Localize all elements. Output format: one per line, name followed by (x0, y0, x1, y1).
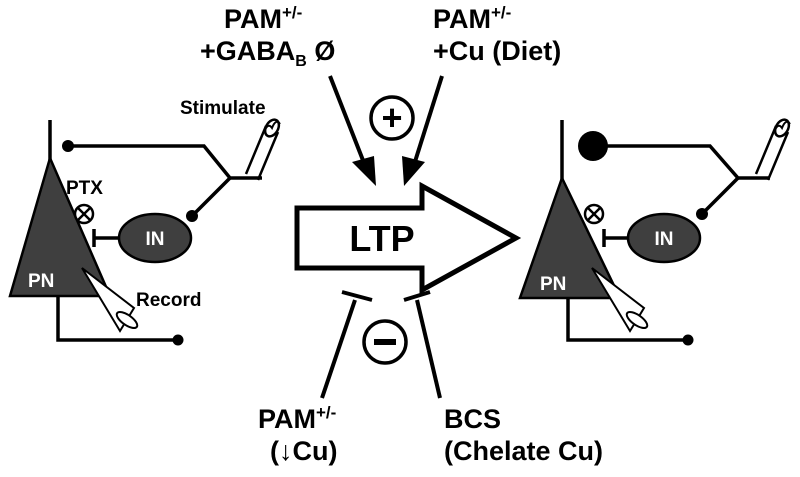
left-axon-top (68, 144, 262, 180)
left-inhibitor-symbol: ⊗ (0, 0, 1, 1)
svg-text:PAM+/-: PAM+/- (224, 3, 302, 34)
left-stimulate-label: Stimulate (180, 98, 266, 119)
bottom-left-label: PAM+/- (↓Cu) (258, 403, 337, 466)
top-left-label: PAM+/- +GABAB Ø (200, 3, 335, 70)
top-left-line1: PAM (224, 4, 282, 34)
top-right-arrowhead (402, 156, 425, 186)
right-stimulate-electrode-icon (754, 118, 791, 181)
bottom-left-line1: PAM (258, 404, 316, 434)
left-circuit: Stimulate PN IN PTX ⊗ Record (0, 0, 281, 346)
minus-bar (374, 339, 396, 345)
left-axon-terminal (172, 334, 184, 346)
top-right-arrow-shaft (411, 75, 444, 169)
bottom-right-inhibit-line (415, 299, 442, 399)
top-right-label: PAM+/- +Cu (Diet) (433, 3, 561, 66)
plus-circle-icon: + (369, 95, 415, 141)
right-axon-bottom (566, 298, 688, 342)
bottom-left-tbar (341, 290, 373, 302)
left-ptx-label: PTX (66, 178, 103, 199)
ltp-arrow-shape (294, 181, 522, 295)
top-left-line1-sup: +/- (282, 3, 302, 22)
right-ptx-block-icon (583, 203, 605, 225)
left-synapse-in (186, 210, 198, 222)
top-left-line2-tail: Ø (307, 36, 336, 66)
left-stimulate-electrode-icon (244, 118, 281, 181)
left-record-label: Record (136, 290, 201, 311)
right-enlarged-synapse (578, 131, 608, 161)
top-arrows (328, 75, 444, 186)
right-in-label: IN (655, 229, 674, 250)
right-inhibitor-symbol: ⊗ (0, 0, 1, 1)
bottom-right-tbar (403, 290, 431, 302)
right-axon-terminal (682, 334, 694, 346)
right-circuit: PN IN ⊗ (0, 0, 791, 346)
plus-symbol: + (381, 97, 402, 138)
bottom-inhibitors (320, 290, 442, 399)
bottom-left-line2: (↓Cu) (270, 436, 337, 466)
bottom-right-line2: (Chelate Cu) (444, 436, 603, 466)
left-axon-bottom (56, 296, 178, 342)
bottom-left-line1-sup: +/- (316, 403, 336, 422)
top-left-arrow-shaft (328, 75, 368, 169)
right-pyramidal-neuron (518, 174, 622, 300)
minus-symbol: − (0, 0, 1, 1)
minus-circle-icon: − (0, 0, 408, 365)
bottom-right-line1: BCS (444, 404, 501, 434)
right-synapse-in (696, 208, 708, 220)
left-pn-label: PN (28, 271, 54, 292)
right-pn-label: PN (540, 274, 566, 295)
bottom-left-inhibit-line (320, 299, 357, 399)
top-right-line2: +Cu (Diet) (433, 36, 561, 66)
right-axon-top (593, 144, 770, 180)
top-right-line1: PAM (433, 4, 491, 34)
left-synapse-pn (62, 140, 74, 152)
left-in-label: IN (146, 229, 165, 250)
svg-text:PAM+/-: PAM+/- (258, 403, 336, 434)
top-left-arrowhead (352, 156, 376, 186)
bottom-right-label: BCS (Chelate Cu) (444, 404, 603, 466)
svg-text:+GABAB Ø: +GABAB Ø (200, 36, 335, 70)
ltp-label: LTP (349, 218, 414, 259)
svg-text:PAM+/-: PAM+/- (433, 3, 511, 34)
left-pyramidal-neuron (8, 154, 112, 298)
left-ptx-block-icon (73, 203, 95, 225)
top-right-line1-sup: +/- (491, 3, 511, 22)
ltp-arrow: LTP (294, 181, 522, 295)
left-axon-branch (192, 176, 232, 216)
top-left-line2: +GABA (200, 36, 295, 66)
right-axon-branch (702, 176, 740, 214)
top-left-line2-sub: B (295, 53, 307, 70)
